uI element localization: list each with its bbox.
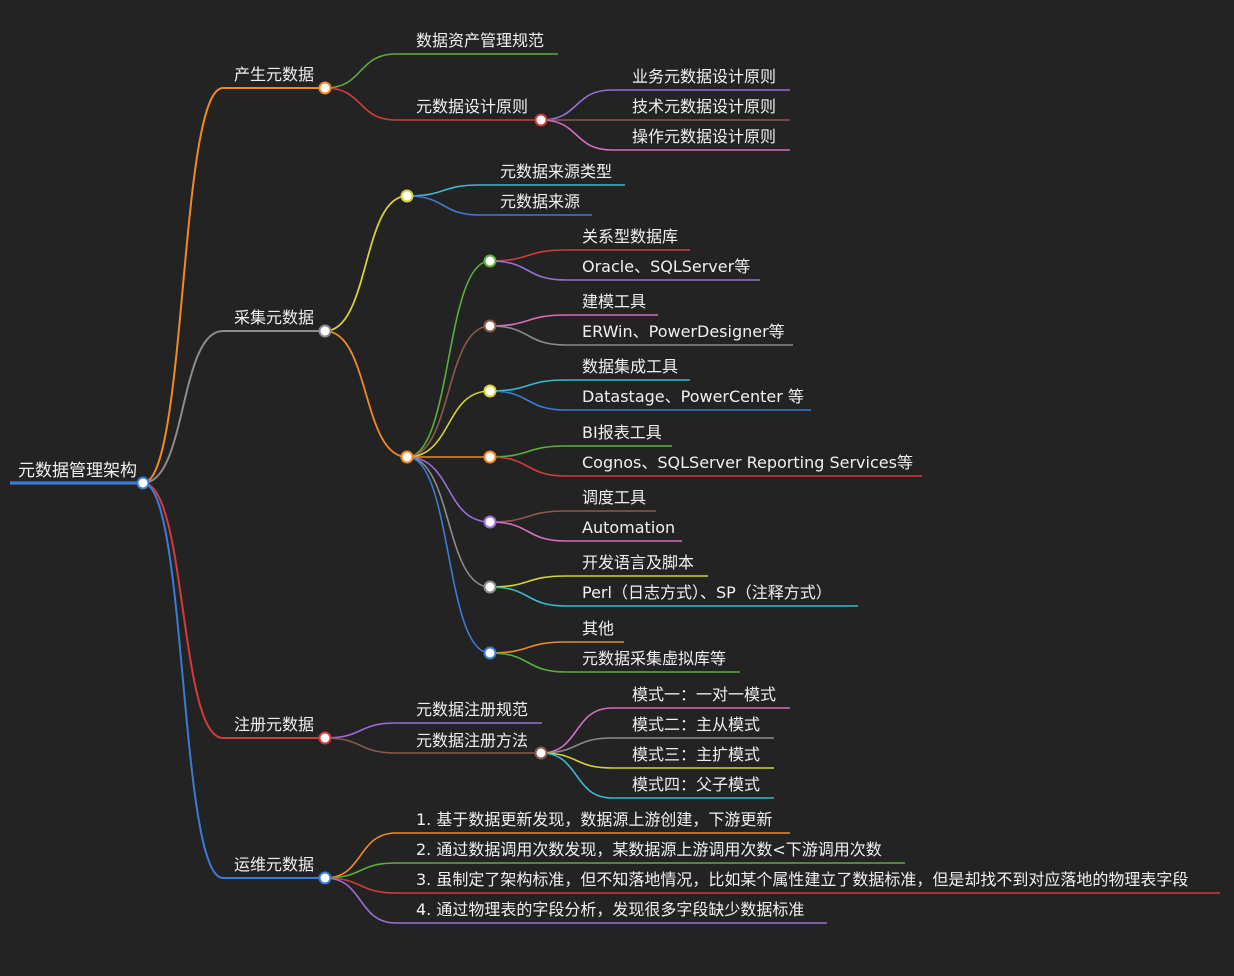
leaf-topic: 业务元数据设计原则: [632, 67, 776, 86]
edge: [540, 752, 613, 799]
leaf-topic: Datastage、PowerCenter 等: [582, 387, 804, 406]
leaf-topic: 元数据来源: [500, 192, 580, 211]
leaf-topic: Oracle、SQLServer等: [582, 257, 750, 276]
group-node[interactable]: [483, 254, 497, 268]
edge: [540, 707, 613, 754]
branch-edge-0: [142, 87, 224, 484]
branch-topic-0: 产生元数据: [234, 65, 314, 84]
leaf-topic: Automation: [582, 518, 675, 537]
mindmap-edges: [142, 53, 613, 924]
leaf-topic: 元数据注册规范: [416, 700, 528, 719]
leaf-topic: 模式四：父子模式: [632, 775, 760, 794]
leaf-topic: 其他: [582, 619, 614, 638]
group-node[interactable]: [483, 646, 497, 660]
leaf-topic: 模式二：主从模式: [632, 715, 760, 734]
leaf-topic: 元数据采集虚拟库等: [582, 649, 726, 668]
sub-node[interactable]: [534, 113, 548, 127]
edge: [324, 87, 397, 121]
sub-topic: 元数据注册方法: [416, 731, 528, 750]
mindmap-underlines: [10, 53, 1220, 924]
leaf-topic: 数据集成工具: [582, 357, 678, 376]
branch-edge-3: [142, 482, 224, 879]
edge: [406, 195, 481, 216]
leaf-topic: Perl（日志方式）、SP（注释方式）: [582, 583, 832, 602]
edge: [489, 575, 567, 588]
root-node[interactable]: [136, 476, 150, 490]
leaf-topic: 3. 虽制定了架构标准，但不知落地情况，比如某个属性建立了数据标准，但是却找不到…: [416, 870, 1188, 889]
leaf-topic: 元数据来源类型: [500, 162, 612, 181]
branch-topic-2: 注册元数据: [234, 715, 314, 734]
leaf-topic: 模式一：一对一模式: [632, 685, 776, 704]
edge: [489, 510, 567, 523]
group-node[interactable]: [483, 319, 497, 333]
leaf-topic: 4. 通过物理表的字段分析，发现很多字段缺少数据标准: [416, 900, 804, 919]
branch-edge-2: [142, 482, 224, 739]
leaf-topic: Cognos、SQLServer Reporting Services等: [582, 453, 913, 472]
edge: [489, 456, 567, 477]
edge: [489, 641, 567, 654]
branch-edge-1: [142, 330, 224, 484]
leaf-topic: 调度工具: [582, 488, 646, 507]
branch-node-3[interactable]: [318, 871, 332, 885]
edge: [540, 752, 613, 769]
edge: [489, 390, 567, 411]
leaf-topic: 模式三：主扩模式: [632, 745, 760, 764]
edge: [324, 722, 397, 739]
leaf-topic: BI报表工具: [582, 423, 662, 442]
edge: [324, 195, 408, 332]
leaf-topic: ERWin、PowerDesigner等: [582, 322, 785, 341]
leaf-topic: 数据资产管理规范: [416, 31, 544, 50]
edge: [406, 184, 481, 197]
leaf-topic: 关系型数据库: [582, 227, 678, 246]
branch-topic-1: 采集元数据: [234, 308, 314, 327]
edge: [489, 586, 567, 607]
edge: [489, 249, 567, 262]
group-node[interactable]: [400, 189, 414, 203]
edge: [540, 89, 613, 121]
edge: [489, 445, 567, 458]
branch-node-2[interactable]: [318, 731, 332, 745]
edge: [489, 379, 567, 392]
leaf-topic: 操作元数据设计原则: [632, 127, 776, 146]
branch-node-1[interactable]: [318, 324, 332, 338]
mindmap-nodes: [136, 81, 548, 885]
root-topic: 元数据管理架构: [18, 461, 137, 481]
edge: [540, 119, 613, 151]
group-node[interactable]: [400, 450, 414, 464]
leaf-topic: 1. 基于数据更新发现，数据源上游创建，下游更新: [416, 810, 772, 829]
edge: [324, 832, 397, 879]
edge: [489, 314, 567, 327]
edge: [406, 260, 491, 458]
branch-node-0[interactable]: [318, 81, 332, 95]
edge: [489, 260, 567, 281]
edge: [406, 390, 491, 458]
group-node[interactable]: [483, 515, 497, 529]
edge: [406, 325, 491, 458]
leaf-topic: 技术元数据设计原则: [632, 97, 776, 116]
edge: [324, 330, 408, 458]
edge: [406, 456, 491, 654]
group-node[interactable]: [483, 384, 497, 398]
edge: [489, 325, 567, 346]
edge: [324, 877, 397, 894]
group-node[interactable]: [483, 450, 497, 464]
edge: [540, 737, 613, 754]
sub-topic: 元数据设计原则: [416, 97, 528, 116]
group-node[interactable]: [483, 580, 497, 594]
edge: [324, 862, 397, 879]
leaf-topic: 2. 通过数据调用次数发现，某数据源上游调用次数<下游调用次数: [416, 840, 882, 859]
edge: [406, 456, 491, 523]
sub-node[interactable]: [534, 746, 548, 760]
leaf-topic: 建模工具: [582, 292, 646, 311]
edge: [324, 737, 397, 754]
edge: [324, 877, 397, 924]
edge: [489, 652, 567, 673]
edge: [406, 456, 491, 588]
branch-topic-3: 运维元数据: [234, 855, 314, 874]
edge: [324, 53, 397, 89]
leaf-topic: 开发语言及脚本: [582, 553, 694, 572]
edge: [489, 521, 567, 542]
